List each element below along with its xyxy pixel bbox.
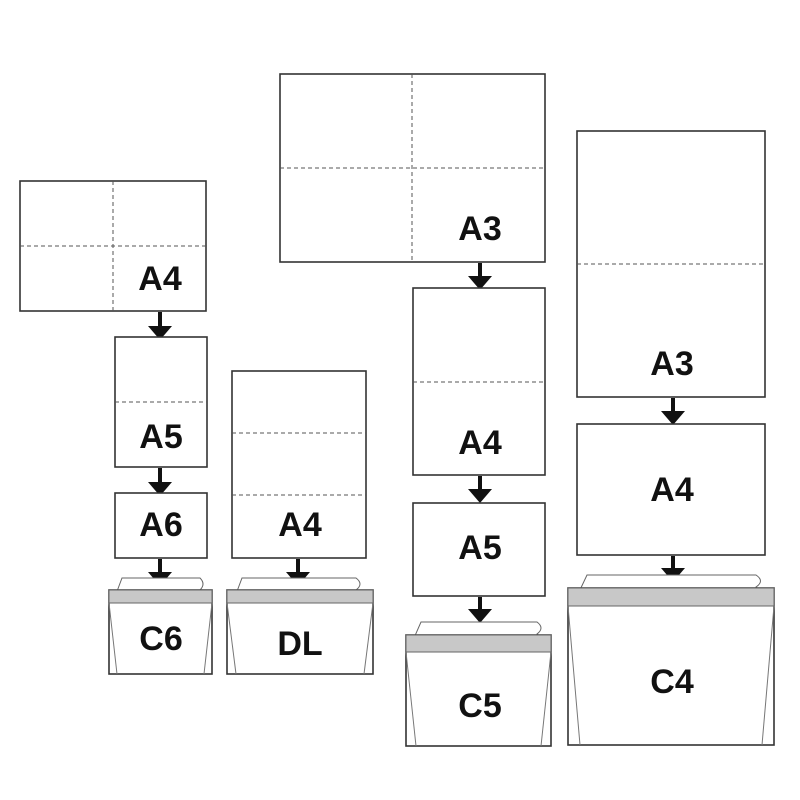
sheet-a3-landscape: A3 [279,73,546,263]
label-c6: C6 [139,620,182,658]
sheet-a6: A6 [114,492,208,559]
label-a6: A6 [139,506,182,544]
arrow-down-icon [148,312,172,340]
label-a3: A3 [650,345,693,383]
sheet-a4-landscape: A4 [19,180,207,312]
column-c5: A3 A4 A5 C5 [279,73,552,747]
label-a4: A4 [650,471,694,509]
arrow-down-icon [148,468,172,496]
sheet-a4-landscape: A4 [576,423,766,556]
label-a4: A4 [138,260,182,298]
label-a5: A5 [458,529,501,567]
envelope-dl: DL [226,577,374,675]
label-a4: A4 [458,424,502,462]
envelope-c6: C6 [108,577,213,675]
label-a4: A4 [278,506,322,544]
label-a3: A3 [458,210,501,248]
label-a5: A5 [139,418,182,456]
label-c4: C4 [650,663,694,701]
envelope-c4: C4 [567,574,775,746]
label-c5: C5 [458,687,501,725]
arrow-down-icon [661,398,685,425]
label-dl: DL [277,625,322,663]
sheet-a5: A5 [114,336,208,468]
column-dl: A4 DL [226,370,374,675]
sheet-a4: A4 [412,287,546,476]
arrow-down-icon [468,597,492,623]
sheet-a3-portrait: A3 [576,130,766,398]
column-c6: A4 A5 A6 C6 [19,180,213,675]
sheet-a4-portrait: A4 [231,370,367,559]
envelope-c5: C5 [405,621,552,747]
arrow-down-icon [468,263,492,290]
arrow-down-icon [468,476,492,503]
sheet-a5: A5 [412,502,546,597]
column-c4: A3 A4 C4 [567,130,775,746]
